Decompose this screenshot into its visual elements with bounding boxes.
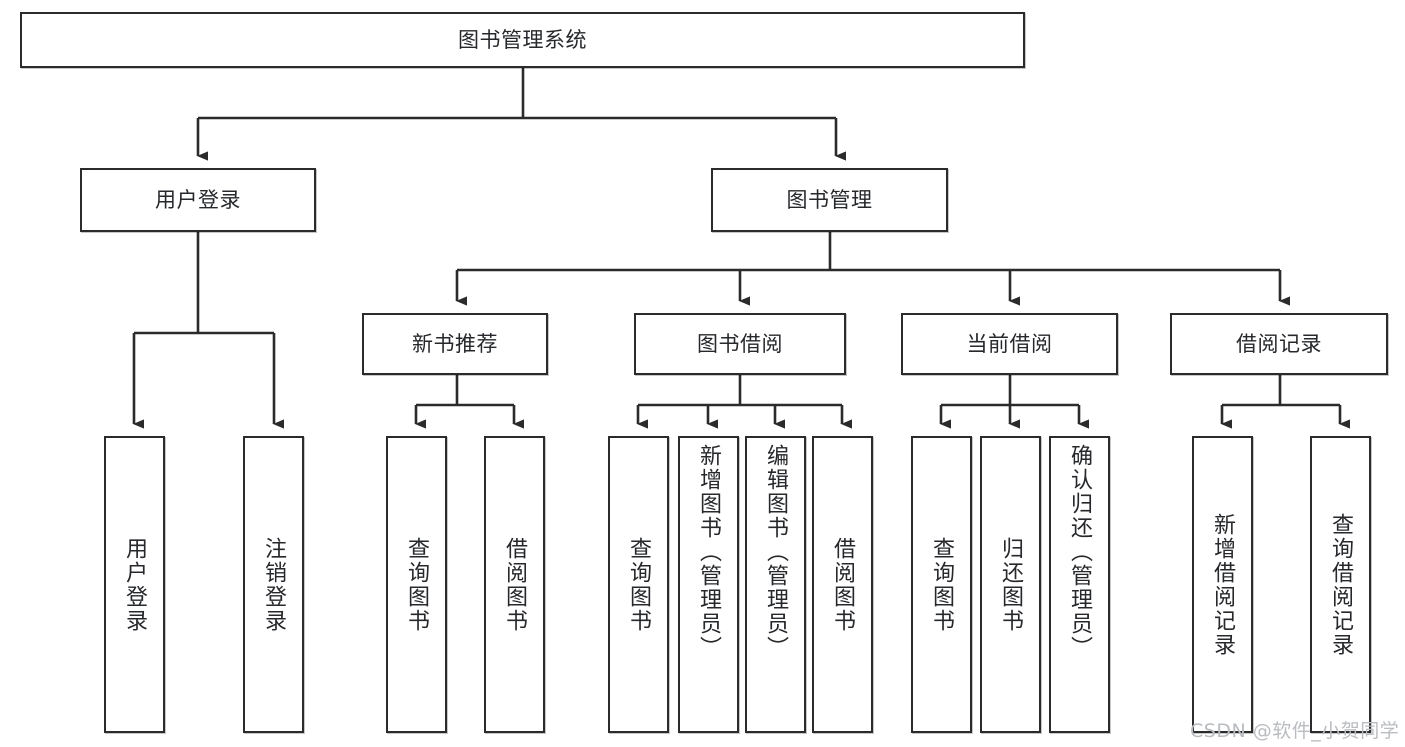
leaf-user-login-login[interactable]: 用户登录 [104, 436, 165, 733]
leaf-label: 借阅图书 [502, 536, 528, 633]
leaf-book-borrow-borrow[interactable]: 借阅图书 [812, 436, 873, 733]
node-new-book-recommend[interactable]: 新书推荐 [362, 313, 548, 375]
node-root-label: 图书管理系统 [458, 27, 587, 52]
node-root[interactable]: 图书管理系统 [20, 12, 1025, 68]
leaf-label: 确认归还（管理员） [1067, 444, 1093, 660]
leaf-book-borrow-edit[interactable]: 编辑图书（管理员） [745, 436, 806, 733]
leaf-borrow-record-add[interactable]: 新增借阅记录 [1192, 436, 1253, 733]
node-borrow-record[interactable]: 借阅记录 [1170, 313, 1388, 375]
node-book-borrow-label: 图书借阅 [697, 331, 783, 356]
watermark: CSDN @软件_小贺同学 [1190, 716, 1399, 743]
leaf-label: 用户登录 [122, 536, 148, 633]
leaf-label: 新增借阅记录 [1210, 512, 1236, 657]
node-book-management-label: 图书管理 [786, 187, 873, 212]
leaf-current-borrow-query[interactable]: 查询图书 [911, 436, 972, 733]
node-book-borrow[interactable]: 图书借阅 [634, 313, 846, 375]
watermark-text: CSDN @软件_小贺同学 [1190, 720, 1400, 742]
leaf-borrow-record-query[interactable]: 查询借阅记录 [1310, 436, 1371, 733]
leaf-book-borrow-add[interactable]: 新增图书（管理员） [678, 436, 739, 733]
leaf-label: 归还图书 [998, 536, 1024, 633]
leaf-book-borrow-query[interactable]: 查询图书 [608, 436, 669, 733]
node-user-login-label: 用户登录 [155, 187, 241, 212]
node-book-management[interactable]: 图书管理 [711, 168, 948, 232]
leaf-label: 查询图书 [404, 536, 430, 633]
leaf-new-book-query[interactable]: 查询图书 [386, 436, 447, 733]
leaf-current-borrow-return[interactable]: 归还图书 [980, 436, 1041, 733]
node-new-book-recommend-label: 新书推荐 [412, 331, 498, 356]
leaf-label: 注销登录 [261, 536, 287, 633]
node-user-login[interactable]: 用户登录 [80, 168, 316, 232]
leaf-user-login-logout[interactable]: 注销登录 [243, 436, 304, 733]
leaf-label: 查询图书 [626, 536, 652, 633]
leaf-label: 查询图书 [929, 536, 955, 633]
leaf-new-book-borrow[interactable]: 借阅图书 [484, 436, 545, 733]
leaf-label: 查询借阅记录 [1328, 512, 1354, 657]
leaf-label: 新增图书（管理员） [696, 444, 722, 660]
leaf-current-borrow-confirm-return[interactable]: 确认归还（管理员） [1049, 436, 1110, 733]
node-borrow-record-label: 借阅记录 [1236, 331, 1322, 356]
node-current-borrow[interactable]: 当前借阅 [901, 313, 1118, 375]
leaf-label: 借阅图书 [830, 536, 856, 633]
node-current-borrow-label: 当前借阅 [966, 331, 1053, 356]
leaf-label: 编辑图书（管理员） [763, 444, 789, 660]
